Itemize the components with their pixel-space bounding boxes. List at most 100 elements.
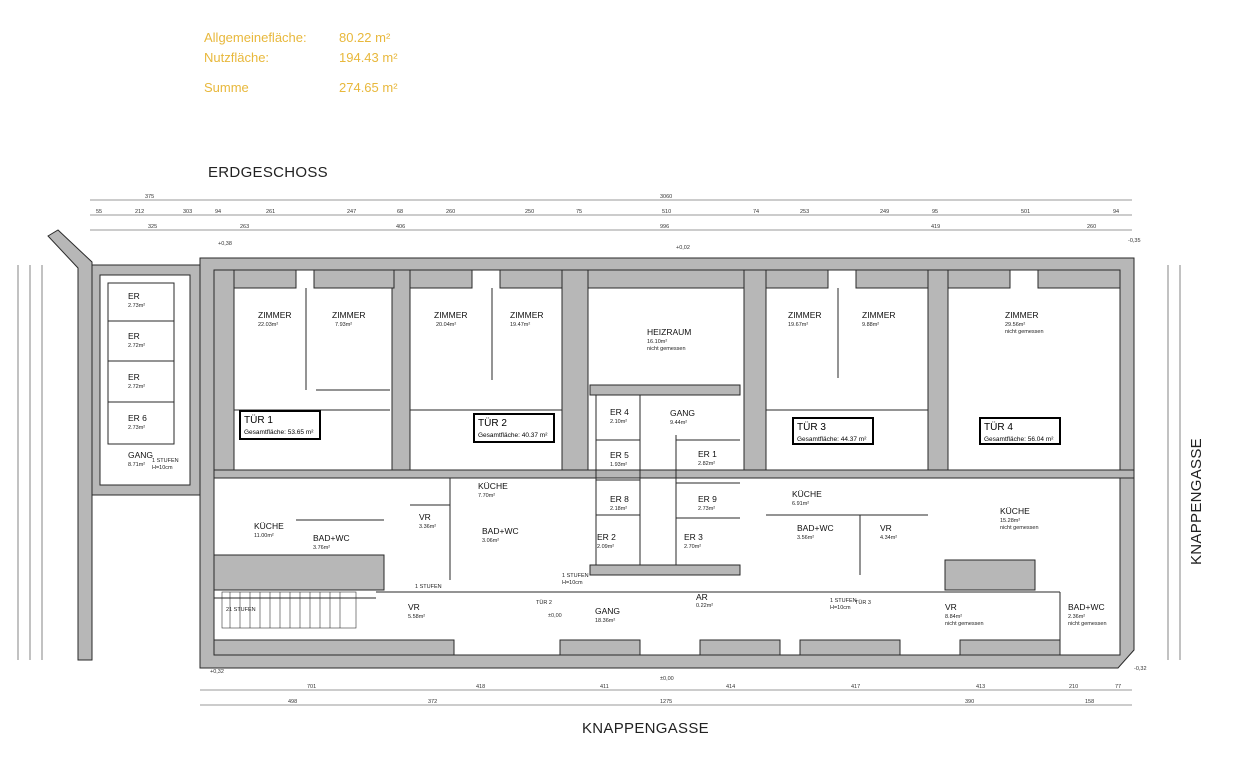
room-name: ZIMMER bbox=[862, 310, 896, 320]
room-area: 2.72m² bbox=[128, 343, 145, 349]
dimension-value: 249 bbox=[880, 209, 889, 215]
room-name: ER bbox=[128, 331, 140, 341]
dimension-value: 375 bbox=[145, 194, 154, 200]
dimension-lines bbox=[17, 199, 1181, 706]
room-name: ZIMMER bbox=[258, 310, 292, 320]
unit-label: TÜR 3 bbox=[797, 421, 826, 433]
note-text: 1 STUFEN bbox=[415, 584, 442, 590]
room-name: VR bbox=[408, 602, 420, 612]
unit-box: TÜR 3 Gesamtfläche: 44.37 m² bbox=[792, 417, 874, 445]
room-area: 16.10m² bbox=[647, 339, 667, 345]
dimension-value: 372 bbox=[428, 699, 437, 705]
level-marker: +0,38 bbox=[218, 241, 232, 247]
room-area: 9.88m² bbox=[862, 322, 879, 328]
room-area: 2.36m² bbox=[1068, 614, 1085, 620]
room-name: BAD+WC bbox=[1068, 602, 1105, 612]
staircase bbox=[221, 591, 357, 629]
note-text: 21 STUFEN bbox=[226, 607, 256, 613]
unit-box: TÜR 2 Gesamtfläche: 40.37 m² bbox=[473, 413, 555, 443]
room-name: ZIMMER bbox=[332, 310, 366, 320]
note-text: H=10cm bbox=[152, 465, 173, 471]
room-name: ZIMMER bbox=[434, 310, 468, 320]
room-area: 2.73m² bbox=[128, 425, 145, 431]
floor-title: ERDGESCHOSS bbox=[208, 164, 328, 181]
street-label-bottom: KNAPPENGASSE bbox=[582, 720, 709, 737]
area-value: 80.22 m² bbox=[339, 30, 391, 45]
room-area: 0.22m² bbox=[696, 603, 713, 609]
room-name: ER 8 bbox=[610, 494, 629, 504]
dimension-value: 263 bbox=[240, 224, 249, 230]
dimension-value: 501 bbox=[1021, 209, 1030, 215]
room-area: 5.58m² bbox=[408, 614, 425, 620]
top-dimensions: 375 3060 55 212 303 94 261 247 68 260 25… bbox=[96, 194, 1119, 230]
unit-area: Gesamtfläche: 56.04 m² bbox=[984, 436, 1054, 443]
level-marker: +0,02 bbox=[676, 245, 690, 251]
room-area: 11.00m² bbox=[254, 533, 274, 539]
note-text: nicht gemessen bbox=[1005, 329, 1044, 335]
level-marker: -0,32 bbox=[1134, 666, 1147, 672]
unit-area: Gesamtfläche: 44.37 m² bbox=[797, 436, 867, 443]
room-area: 2.72m² bbox=[128, 384, 145, 390]
cellar-compartments bbox=[107, 282, 175, 445]
bottom-dimensions: 701 418 411 414 417 413 210 77 498 372 1… bbox=[288, 684, 1121, 705]
room-name: BAD+WC bbox=[313, 533, 350, 543]
dimension-value: 414 bbox=[726, 684, 735, 690]
room-area: 19.67m² bbox=[788, 322, 808, 328]
room-name: AR bbox=[696, 592, 708, 602]
room-name: ZIMMER bbox=[788, 310, 822, 320]
room-area: 2.73m² bbox=[128, 303, 145, 309]
room-area: 3.76m² bbox=[313, 545, 330, 551]
room-name: GANG bbox=[595, 606, 620, 616]
dimension-value: 247 bbox=[347, 209, 356, 215]
dimension-value: 418 bbox=[476, 684, 485, 690]
note-text: TÜR 2 bbox=[536, 599, 552, 606]
room-name: ER 1 bbox=[698, 449, 717, 459]
note-text: H=10cm bbox=[562, 580, 583, 586]
room-area: 18.36m² bbox=[595, 618, 615, 624]
room-name: GANG bbox=[670, 408, 695, 418]
dimension-value: 77 bbox=[1115, 684, 1121, 690]
room-area: 3.56m² bbox=[797, 535, 814, 541]
room-name: KÜCHE bbox=[1000, 506, 1030, 516]
dimension-value: 406 bbox=[396, 224, 405, 230]
dimension-value: 74 bbox=[753, 209, 759, 215]
dimension-value: 510 bbox=[662, 209, 671, 215]
level-markers: +0,38 +0,02 -0,35 +0,32 ±0,00 ±0,00 -0,3… bbox=[210, 238, 1147, 682]
unit-area: Gesamtfläche: 53.65 m² bbox=[244, 429, 314, 436]
unit-box: TÜR 4 Gesamtfläche: 56.04 m² bbox=[979, 417, 1061, 445]
unit-label: TÜR 2 bbox=[478, 417, 507, 429]
exterior-walls bbox=[47, 229, 1135, 669]
room-area: 2.10m² bbox=[610, 419, 627, 425]
dimension-value: 210 bbox=[1069, 684, 1078, 690]
dimension-value: 95 bbox=[932, 209, 938, 215]
room-name: VR bbox=[880, 523, 892, 533]
room-area: 19.47m² bbox=[510, 322, 530, 328]
unit-label: TÜR 1 bbox=[244, 414, 273, 426]
room-name: ER 6 bbox=[128, 413, 147, 423]
dimension-value: 250 bbox=[525, 209, 534, 215]
level-marker: +0,32 bbox=[210, 669, 224, 675]
room-area: 2.82m² bbox=[698, 461, 715, 467]
room-name: BAD+WC bbox=[482, 526, 519, 536]
dimension-value: 417 bbox=[851, 684, 860, 690]
dimension-value: 701 bbox=[307, 684, 316, 690]
room-name: KÜCHE bbox=[792, 489, 822, 499]
level-marker: -0,35 bbox=[1128, 238, 1141, 244]
note-text: nicht gemessen bbox=[945, 621, 984, 627]
area-label: Nutzfläche: bbox=[204, 50, 270, 65]
room-area: 8.71m² bbox=[128, 462, 145, 468]
dimension-value: 390 bbox=[965, 699, 974, 705]
room-area: 29.56m² bbox=[1005, 322, 1025, 328]
area-value: 194.43 m² bbox=[339, 50, 398, 65]
dimension-value: 419 bbox=[931, 224, 940, 230]
room-area: 3.36m² bbox=[419, 524, 436, 530]
room-name: BAD+WC bbox=[797, 523, 834, 533]
room-area: 9.44m² bbox=[670, 420, 687, 426]
dimension-value: 212 bbox=[135, 209, 144, 215]
room-name: ZIMMER bbox=[510, 310, 544, 320]
room-area: 8.84m² bbox=[945, 614, 962, 620]
room-area: 1.93m² bbox=[610, 462, 627, 468]
area-label: Allgemeinefläche: bbox=[204, 30, 307, 45]
level-marker: ±0,00 bbox=[548, 613, 562, 619]
room-area: 2.09m² bbox=[597, 544, 614, 550]
